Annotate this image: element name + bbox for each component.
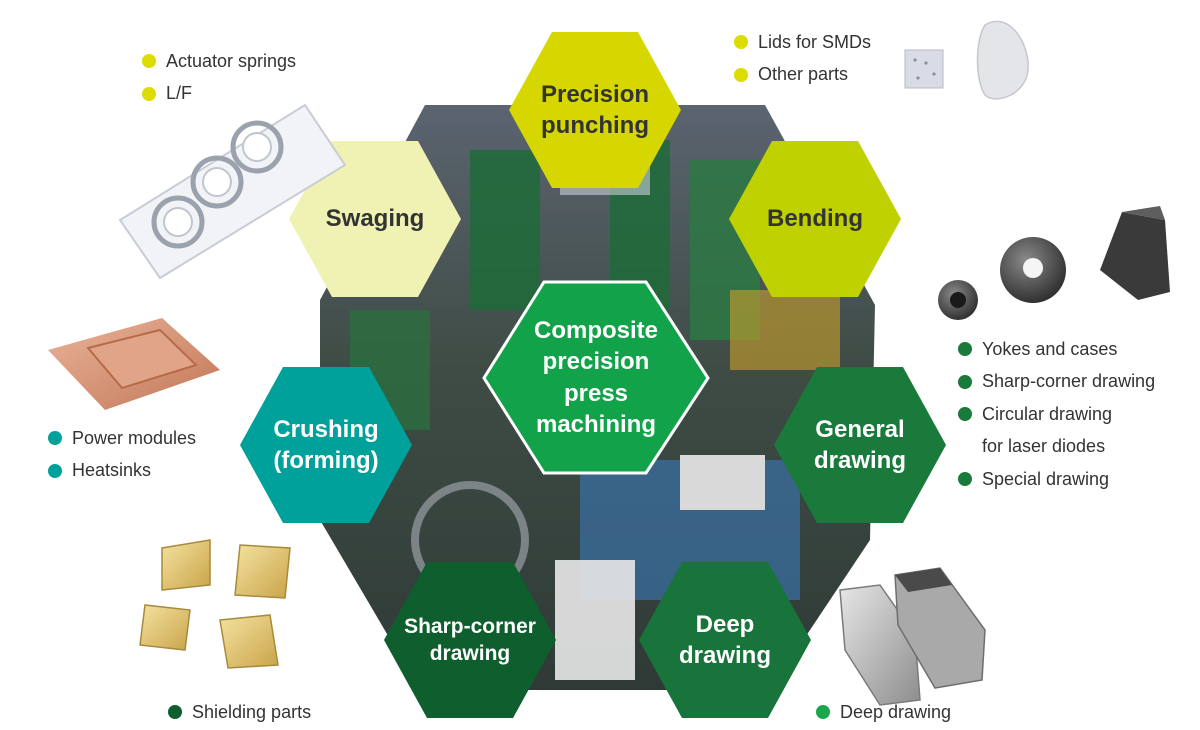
caption-item: Power modules [48,422,196,455]
caption-item: Lids for SMDs [734,26,871,59]
caption-item: Sharp-corner drawing [958,366,1155,399]
caption-swaging: Actuator springs L/F [142,45,296,110]
caption-item: Yokes and cases [958,333,1155,366]
caption-item: Other parts [734,59,871,92]
hex-general-drawing [774,367,946,523]
caption-item: Deep drawing [816,696,951,729]
hex-swaging [289,141,461,297]
deep-drawing-image [839,567,986,706]
bullet-dot [958,374,972,389]
caption-deep: Deep drawing [816,696,951,729]
bullet-dot [958,407,972,422]
other-part-image [976,20,1029,100]
smd-lid-image [904,49,944,89]
caption-item: for laser diodes [982,436,1106,457]
hex-crushing [240,367,412,523]
hex-composite-center [482,280,710,475]
hex-sharp-corner-drawing [384,562,556,718]
caption-item: Special drawing [958,463,1155,496]
bullet-dot [816,705,830,720]
bullet-dot [168,705,182,720]
caption-item: Actuator springs [142,45,296,78]
yoke-case-image [938,206,1170,320]
bullet-dot [958,472,972,487]
caption-item: L/F [142,78,296,111]
sharp-corner-drawing-label: Sharp-corner drawing [404,614,536,665]
shielding-parts-image [139,539,291,669]
caption-punching: Lids for SMDs Other parts [734,26,871,91]
caption-item: Shielding parts [168,696,311,729]
bullet-dot [734,67,748,82]
bullet-dot [142,86,156,101]
hex-bending [729,141,901,297]
crushing-label: Crushing (forming) [273,415,379,474]
bullet-dot [142,54,156,69]
composite-center-label: Composite precision press machining [533,317,658,438]
hex-precision-punching [509,32,681,188]
caption-item: Heatsinks [48,455,196,488]
general-drawing-label: General drawing [813,415,906,474]
bullet-dot [958,342,972,357]
bullet-dot [48,463,62,478]
precision-punching-label: Precision punching [540,80,650,139]
actuator-spring-image [118,103,347,280]
hex-deep-drawing [639,562,811,718]
bullet-dot [48,431,62,446]
deep-drawing-label: Deep drawing [678,610,771,669]
bullet-dot [734,35,748,50]
caption-general: Yokes and cases Sharp-corner drawing Cir… [958,333,1155,496]
swaging-label: Swaging [325,205,425,233]
caption-crushing: Power modules Heatsinks [48,422,196,487]
bending-label: Bending [767,205,863,233]
caption-item: Circular drawing [958,398,1155,431]
power-module-image [48,318,220,410]
caption-sharp: Shielding parts [168,696,311,729]
